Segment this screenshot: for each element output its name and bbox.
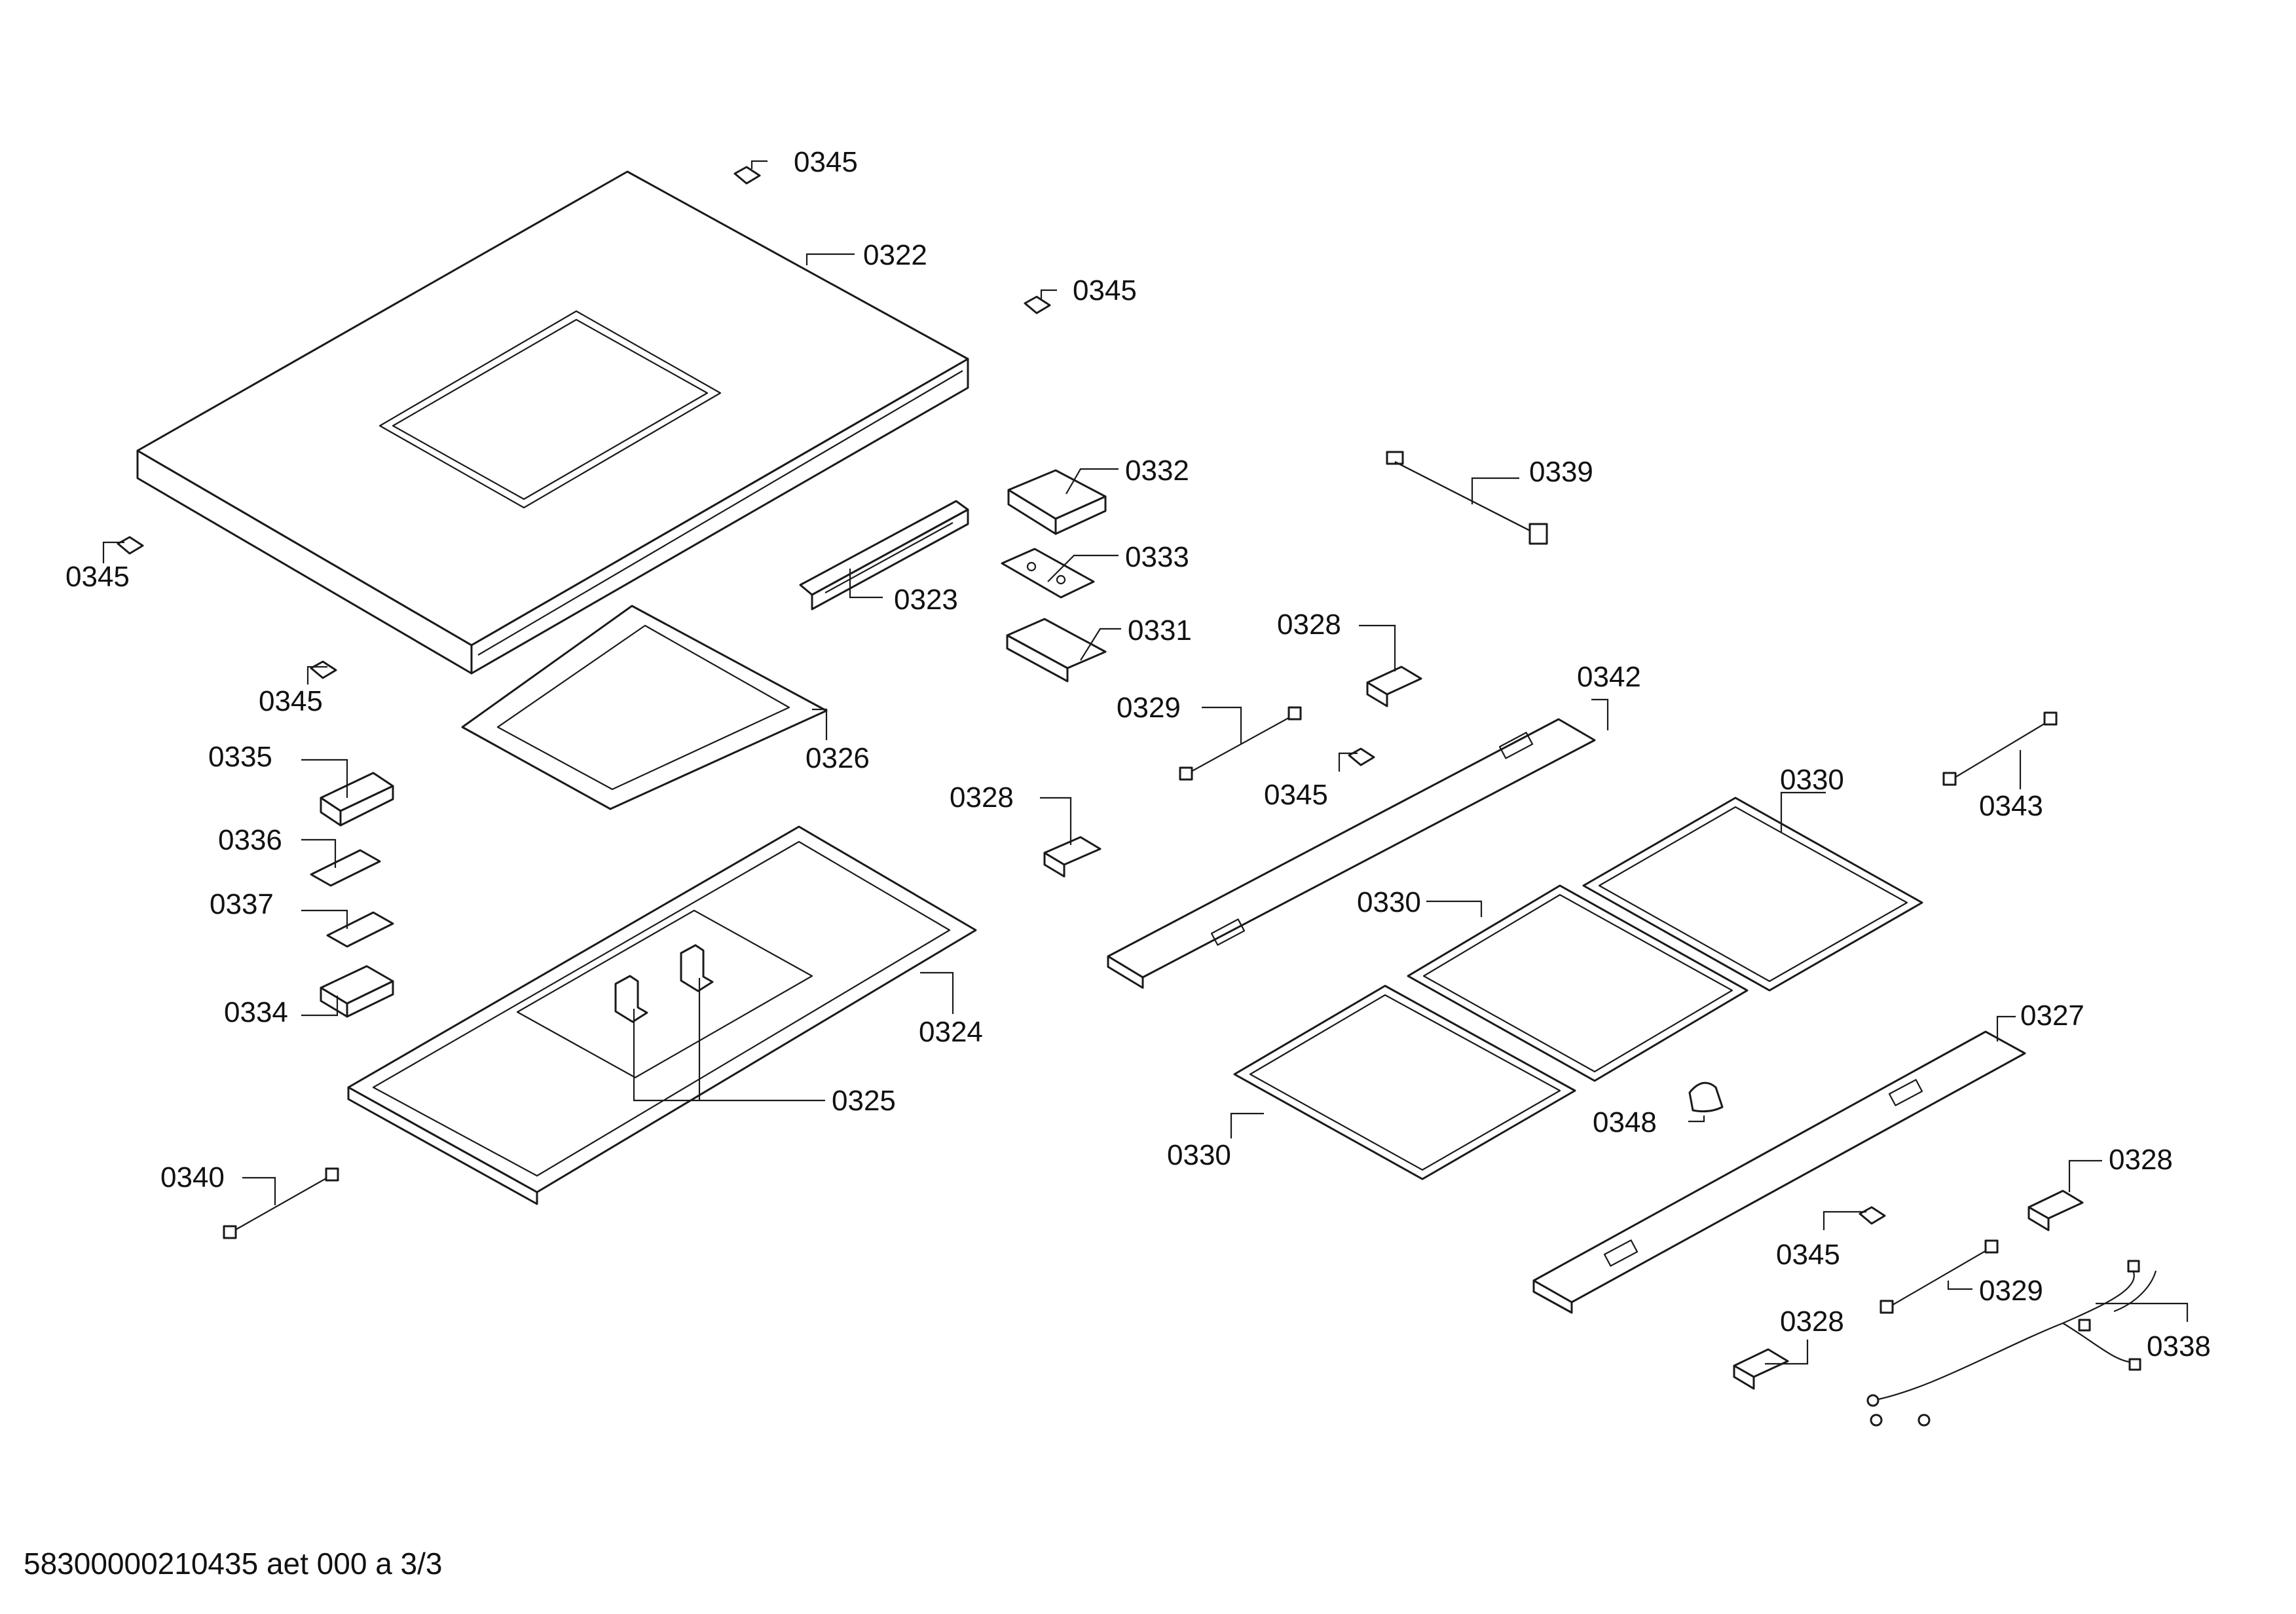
part-0338-harness — [1866, 1260, 2157, 1427]
part-0328-connector-c — [2028, 1190, 2084, 1231]
callout-label: 0324 — [919, 1016, 983, 1048]
part-0334-holder — [320, 965, 394, 1018]
callout-label: 0327 — [2020, 1000, 2084, 1032]
callout-label: 0339 — [1529, 456, 1593, 488]
callout-label: 0345 — [1776, 1239, 1840, 1271]
part-0343-rod — [1942, 711, 2058, 786]
callout-label: 0328 — [950, 781, 1014, 814]
callout-labels: 0345 0322 0345 0345 0323 0332 0333 0331 … — [65, 146, 2211, 1362]
part-0331-holder — [1006, 618, 1107, 683]
part-0330-filter-b — [1407, 884, 1749, 1082]
leader-lines — [102, 160, 2189, 1365]
callout-label: 0328 — [2109, 1144, 2173, 1176]
callout-label: 0329 — [1117, 692, 1181, 724]
callout-label: 0348 — [1593, 1106, 1657, 1138]
callout-label: 0333 — [1125, 541, 1189, 573]
part-0328-connector-b — [1043, 836, 1102, 878]
callout-label: 0330 — [1167, 1139, 1231, 1171]
callout-label: 0334 — [224, 996, 288, 1028]
callout-label: 0342 — [1577, 661, 1641, 693]
callout-label: 0343 — [1979, 790, 2043, 822]
callout-label: 0337 — [210, 888, 274, 920]
part-0328-connector-a — [1366, 666, 1422, 707]
callout-label: 0331 — [1128, 614, 1192, 647]
part-0333-board — [1001, 548, 1095, 599]
part-0330-filter-c — [1233, 985, 1576, 1180]
callout-label: 0340 — [160, 1161, 225, 1193]
callout-label: 0345 — [259, 685, 323, 717]
part-0337-board — [326, 911, 394, 948]
callout-label: 0328 — [1780, 1305, 1844, 1338]
part-0348-clip — [1688, 1081, 1724, 1113]
document-code: 58300000210435 aet 000 a 3/3 — [24, 1547, 443, 1581]
part-0339-cable — [1386, 451, 1548, 545]
callout-label: 0336 — [218, 824, 282, 856]
part-0332-cover — [1007, 469, 1107, 535]
callout-label: 0330 — [1357, 886, 1421, 918]
callout-label: 0323 — [894, 584, 958, 616]
callout-label: 0329 — [1979, 1275, 2043, 1307]
callout-label: 0335 — [208, 741, 272, 773]
part-0329-rod-b — [1879, 1239, 1999, 1314]
callout-label: 0322 — [863, 239, 927, 271]
callout-label: 0332 — [1125, 455, 1189, 487]
part-0342-strip — [1107, 718, 1596, 989]
part-0335-cover — [320, 772, 394, 827]
callout-label: 0345 — [794, 146, 858, 178]
part-0325-latches — [614, 944, 714, 1023]
callout-label: 0325 — [832, 1085, 896, 1117]
callout-label: 0338 — [2147, 1330, 2211, 1362]
part-0329-rod-a — [1179, 706, 1302, 781]
callout-label: 0345 — [65, 561, 130, 593]
part-0330-filter-a — [1582, 797, 1923, 992]
part-0328-connector-d — [1733, 1348, 1789, 1390]
part-0345-pads — [117, 166, 1886, 1225]
part-0336-board — [310, 849, 381, 887]
part-0327-strip — [1532, 1030, 2026, 1314]
callout-label: 0328 — [1277, 609, 1341, 641]
part-0323-rail — [799, 500, 969, 610]
callout-label: 0345 — [1073, 274, 1137, 307]
part-0324-tray — [347, 825, 977, 1205]
part-0322-top-panel — [136, 170, 969, 675]
callout-label: 0326 — [805, 742, 870, 774]
part-0340-rod — [223, 1167, 339, 1239]
callout-label: 0345 — [1264, 779, 1328, 811]
callout-label: 0330 — [1780, 764, 1844, 796]
